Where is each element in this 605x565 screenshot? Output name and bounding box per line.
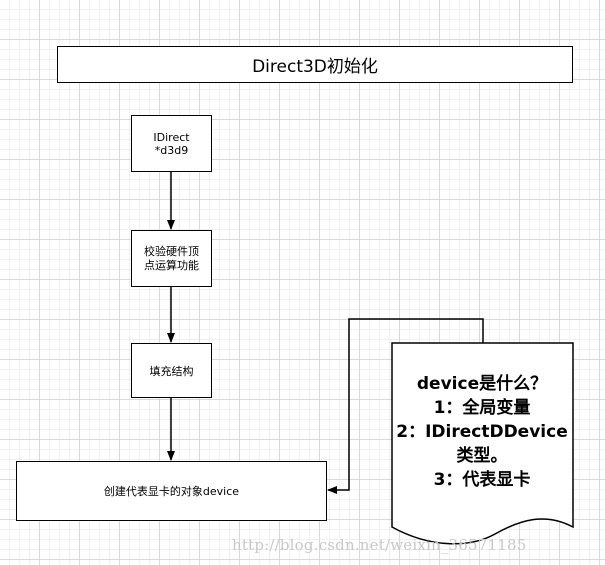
step-label: 创建代表显卡的对象device (103, 485, 240, 498)
step-box-check-hardware: 校验硬件顶 点运算功能 (131, 230, 212, 287)
arrow-note-to-step4 (327, 318, 484, 494)
note-text: device是什么？ 1：全局变量 2：IDirectDDevice 类型。 3… (396, 374, 568, 490)
step-box-fill-struct: 填充结构 (131, 343, 212, 398)
step-box-create-device: 创建代表显卡的对象device (16, 461, 327, 521)
diagram-title: Direct3D初始化 (252, 57, 378, 77)
watermark: http://blog.csdn.net/weixin_36571185 (232, 536, 527, 554)
diagram-title-box: Direct3D初始化 (57, 46, 573, 83)
step-label: IDirect *d3d9 (153, 130, 190, 157)
note-document-shape (391, 342, 574, 545)
step-label: 校验硬件顶 点运算功能 (144, 244, 199, 272)
step-box-idirect: IDirect *d3d9 (131, 115, 212, 172)
step-label: 填充结构 (149, 364, 194, 378)
